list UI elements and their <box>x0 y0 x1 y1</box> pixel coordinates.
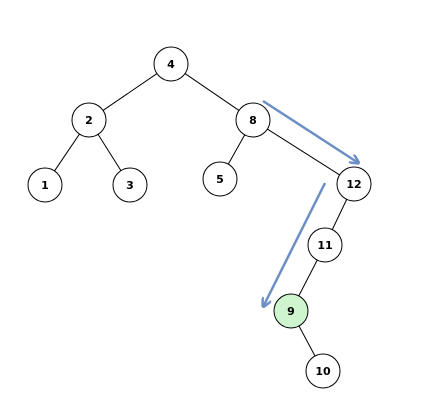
traversal-arrow-n12-to-n9 <box>264 182 327 305</box>
tree-node-4: 4 <box>153 46 189 82</box>
edge-n11-n9 <box>298 259 318 297</box>
node-circle <box>27 167 63 203</box>
tree-node-10: 10 <box>305 353 341 389</box>
node-label: 11 <box>317 239 332 252</box>
node-circle <box>202 161 238 197</box>
tree-node-8: 8 <box>235 102 271 138</box>
tree-node-9: 9 <box>273 293 309 329</box>
node-circle <box>112 167 148 203</box>
node-label: 10 <box>315 365 331 378</box>
node-circle <box>235 102 271 138</box>
edge-n2-n1 <box>54 133 80 172</box>
edge-n4-n8 <box>184 73 240 111</box>
edge-n4-n2 <box>102 73 158 111</box>
tree-node-12: 12 <box>336 166 372 202</box>
node-label: 3 <box>126 179 134 192</box>
tree-node-1: 1 <box>27 167 63 203</box>
highlighted-node-circle <box>273 293 309 329</box>
node-label: 8 <box>249 114 257 127</box>
tree-node-11: 11 <box>307 227 343 263</box>
node-label: 12 <box>346 178 361 191</box>
node-circle <box>71 102 107 138</box>
edge-n9-n10 <box>298 325 316 357</box>
edge-n8-n5 <box>227 134 246 165</box>
node-circle <box>307 227 343 263</box>
traversal-arrows-layer <box>262 99 357 305</box>
traversal-arrow-n8-to-n12 <box>262 99 357 162</box>
node-circle <box>305 353 341 389</box>
tree-node-3: 3 <box>112 167 148 203</box>
node-label: 2 <box>85 114 93 127</box>
node-circle <box>153 46 189 82</box>
edge-n2-n3 <box>97 134 122 171</box>
node-label: 5 <box>216 173 224 186</box>
node-circle <box>336 166 372 202</box>
node-label: 9 <box>287 305 295 318</box>
nodes-layer: 4 2 8 1 3 5 12 11 9 10 <box>27 46 372 389</box>
tree-node-5: 5 <box>202 161 238 197</box>
edge-n8-n12 <box>267 128 340 176</box>
edge-n12-n11 <box>331 199 348 230</box>
tree-node-2: 2 <box>71 102 107 138</box>
edges-layer <box>54 73 348 357</box>
node-label: 4 <box>167 58 175 71</box>
node-label: 1 <box>41 179 49 192</box>
